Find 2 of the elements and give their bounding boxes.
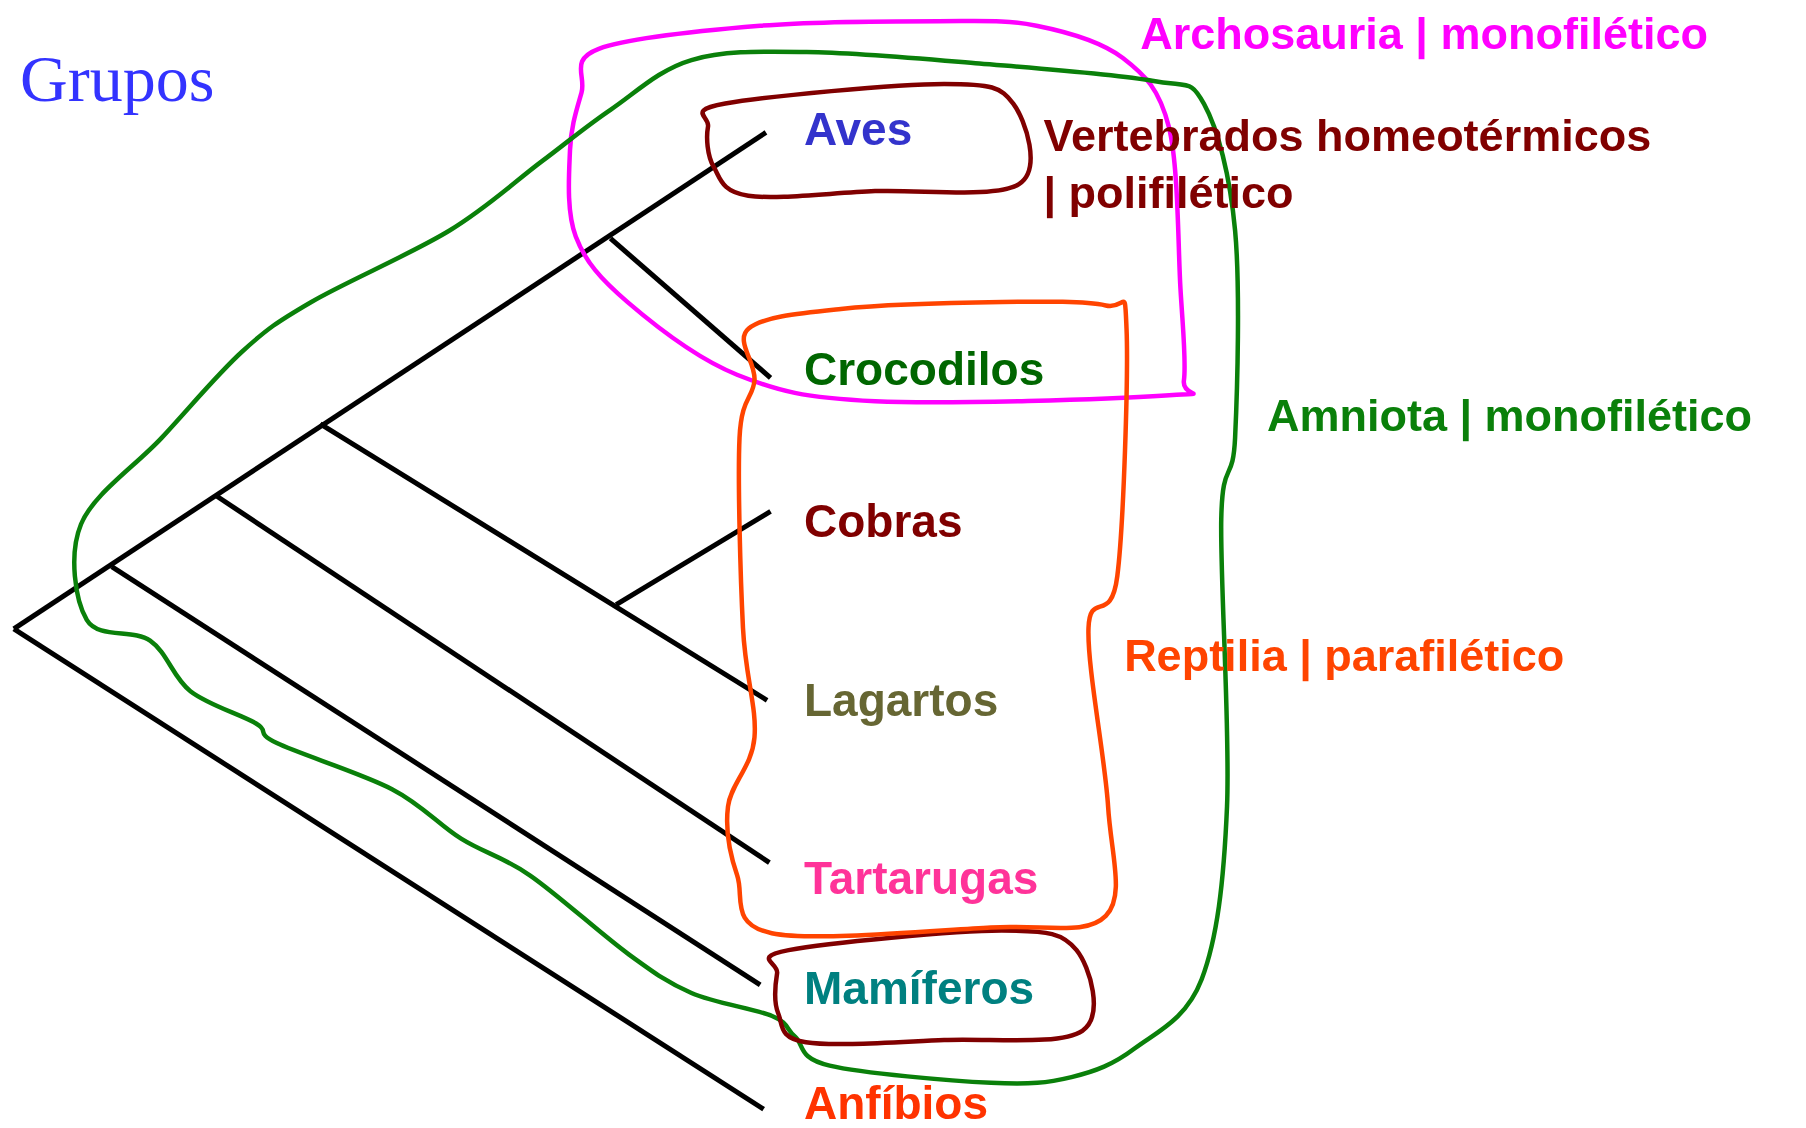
group-heading: Archosauria | monofilético	[1140, 6, 1709, 62]
taxon-label: Anfíbios	[804, 1080, 988, 1127]
